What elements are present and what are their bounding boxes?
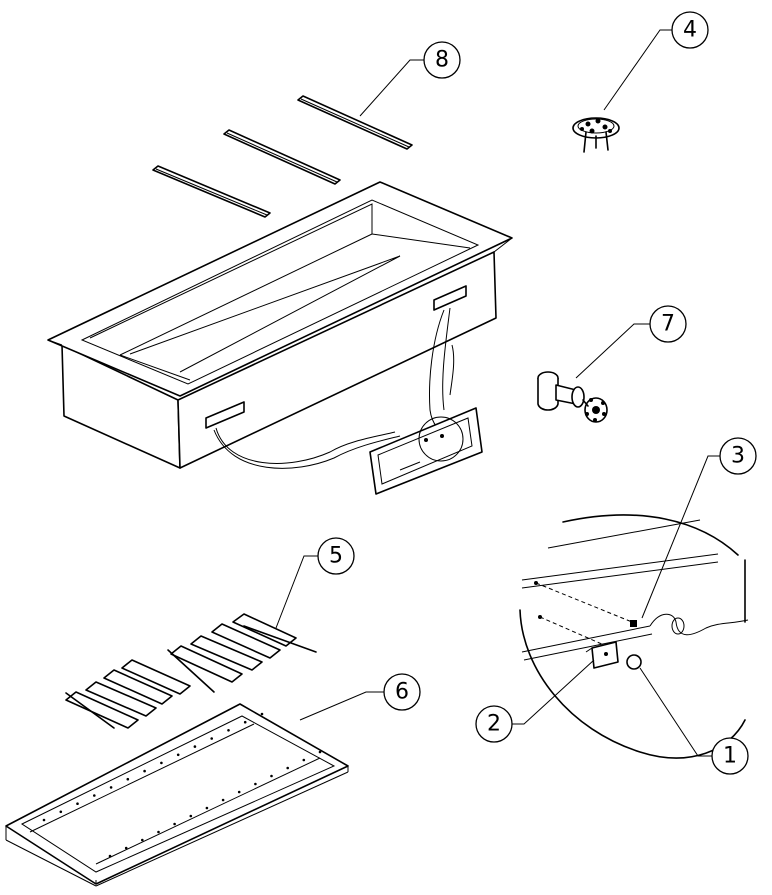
tray-hole: [42, 818, 46, 822]
tray-hole: [237, 790, 241, 794]
tray-hole: [243, 720, 247, 724]
callout-3-label: 3: [731, 444, 745, 469]
part-4-fitting: [572, 117, 620, 153]
tray-hole: [189, 814, 193, 818]
well-pan: [47, 181, 513, 469]
tray-hole: [205, 806, 209, 810]
callout-5-label: 5: [329, 544, 343, 569]
tray-hole: [227, 729, 230, 732]
tray-hole: [160, 761, 163, 765]
callout-7: 7: [649, 305, 687, 343]
tray-hole: [270, 774, 273, 778]
callout-8-label: 8: [435, 48, 449, 73]
tray-hole: [254, 782, 257, 786]
tray-hole: [302, 758, 306, 762]
tray-hole: [59, 810, 63, 814]
callout-4-label: 4: [683, 18, 697, 43]
part-8-strips: [152, 95, 413, 218]
tray-hole: [176, 753, 180, 757]
callout-3: 3: [719, 437, 757, 475]
callout-2: 2: [475, 705, 513, 743]
callout-1: 1: [711, 737, 749, 775]
tray-hole: [260, 712, 264, 716]
tray-hole: [141, 838, 144, 842]
tray-hole: [210, 737, 213, 740]
part-7-valve: [537, 371, 608, 423]
callout-8: 8: [423, 41, 461, 79]
tray-hole: [143, 769, 146, 773]
tray-hole: [193, 745, 197, 748]
callout-4: 4: [671, 11, 709, 49]
detail-view: [519, 514, 749, 759]
tray-hole: [318, 750, 322, 754]
control-box: [369, 407, 483, 495]
tray-hole: [286, 766, 290, 770]
tray-hole: [157, 830, 160, 834]
callout-5: 5: [317, 537, 355, 575]
callout-6: 6: [383, 673, 421, 711]
tray-hole: [93, 794, 96, 797]
callout-2-label: 2: [487, 712, 501, 737]
tray-hole: [108, 854, 112, 858]
callout-1-label: 1: [723, 744, 737, 769]
tray-hole: [109, 786, 113, 789]
part-6-tray: [5, 703, 349, 887]
tray-hole: [76, 802, 79, 805]
tray-hole: [126, 777, 130, 781]
callout-6-label: 6: [395, 680, 409, 705]
callout-7-label: 7: [661, 312, 675, 337]
tray-hole: [124, 846, 128, 850]
part-5-heating-elements: [65, 613, 317, 729]
tray-holes: [42, 712, 322, 858]
leader-lines: [275, 29, 720, 757]
tray-hole: [221, 798, 225, 802]
tray-hole: [173, 822, 176, 826]
